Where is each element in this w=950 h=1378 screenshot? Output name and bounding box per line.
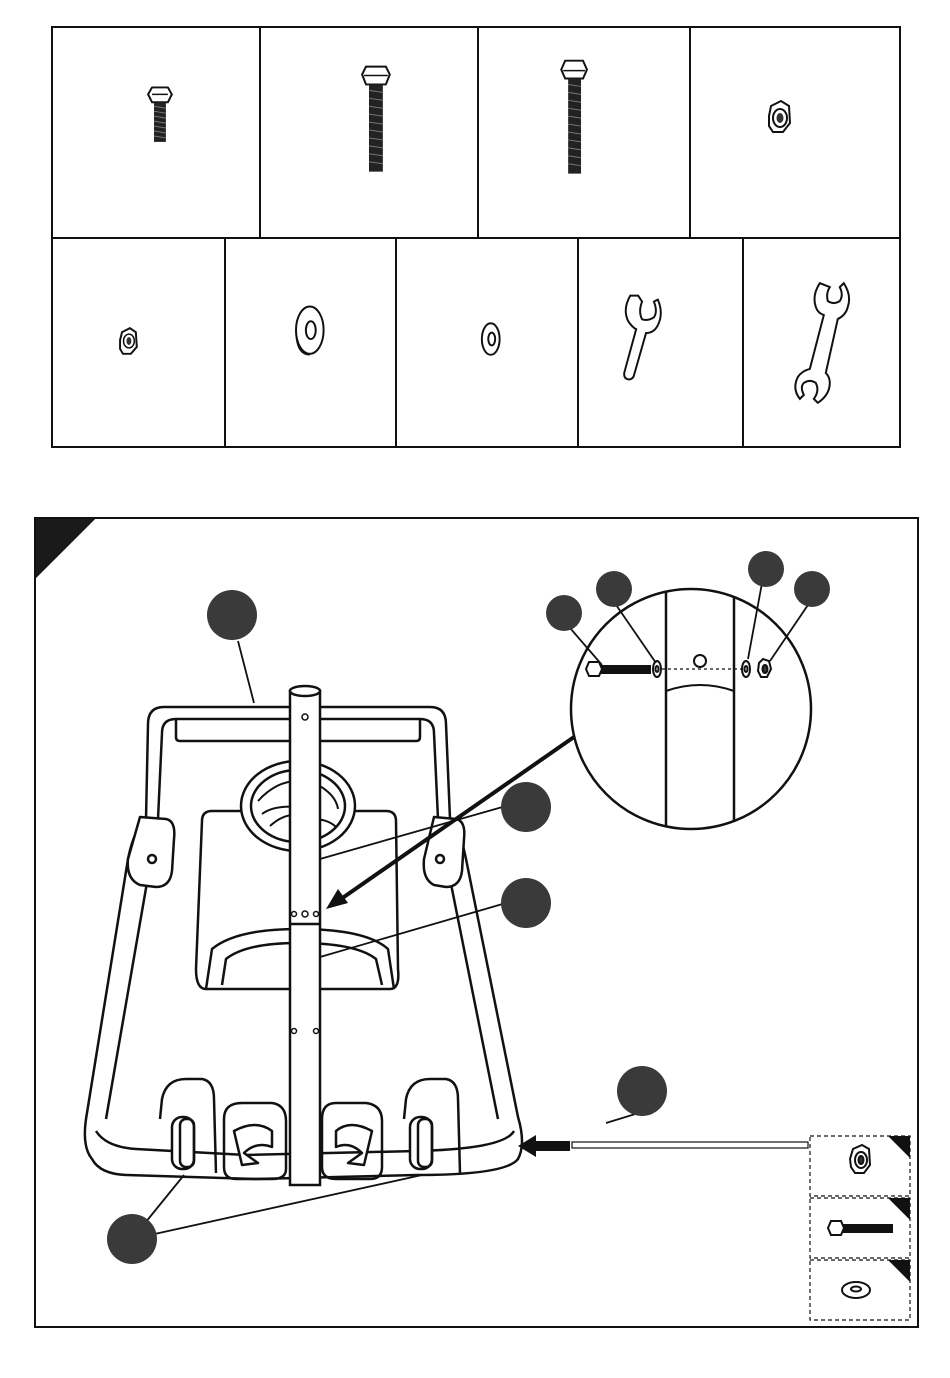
parts-cell-large-lock-nut (691, 28, 899, 237)
pole-tube (290, 686, 320, 1185)
detail-magnifier (571, 579, 811, 839)
washer-callout-right (748, 551, 784, 587)
base-callout (207, 590, 257, 640)
pole-callout-lower (501, 878, 551, 928)
parts-cell-small-lock-nut (53, 237, 226, 446)
hardware-arrow (518, 1135, 808, 1157)
parts-row-bottom (53, 237, 899, 446)
parts-cell-small-wrench (579, 237, 745, 446)
lock-nut-small-icon (53, 237, 224, 446)
pole-callout-upper (501, 782, 551, 832)
parts-cell-large-washer (226, 237, 398, 446)
lock-nut-large-icon (691, 28, 899, 237)
washer-small-icon (397, 237, 577, 446)
washer-callout-left (596, 571, 632, 607)
hex-bolt-short-icon (53, 28, 259, 237)
parts-row-top (53, 28, 899, 239)
hex-bolt-medium-icon (261, 28, 477, 237)
parts-cell-medium-bolt (261, 28, 479, 237)
parts-cell-short-bolt (53, 28, 261, 237)
assembly-illustration (36, 519, 921, 1330)
lock-nut-icon (850, 1145, 870, 1173)
nut-callout (794, 571, 830, 607)
double-open-wrench-icon (744, 237, 899, 446)
wrench-small-icon (579, 237, 743, 446)
bolt-callout (546, 595, 582, 631)
hex-bolt-long-icon (479, 28, 689, 237)
parts-cell-long-bolt (479, 28, 691, 237)
hardware-callout (617, 1066, 667, 1116)
parts-table (51, 26, 901, 448)
assembly-step-panel (34, 517, 919, 1328)
washer-large-icon (226, 237, 396, 446)
wheels-callout (107, 1214, 157, 1264)
parts-cell-double-wrench (744, 237, 899, 446)
washer-icon (842, 1282, 870, 1298)
parts-cell-small-washer (397, 237, 579, 446)
